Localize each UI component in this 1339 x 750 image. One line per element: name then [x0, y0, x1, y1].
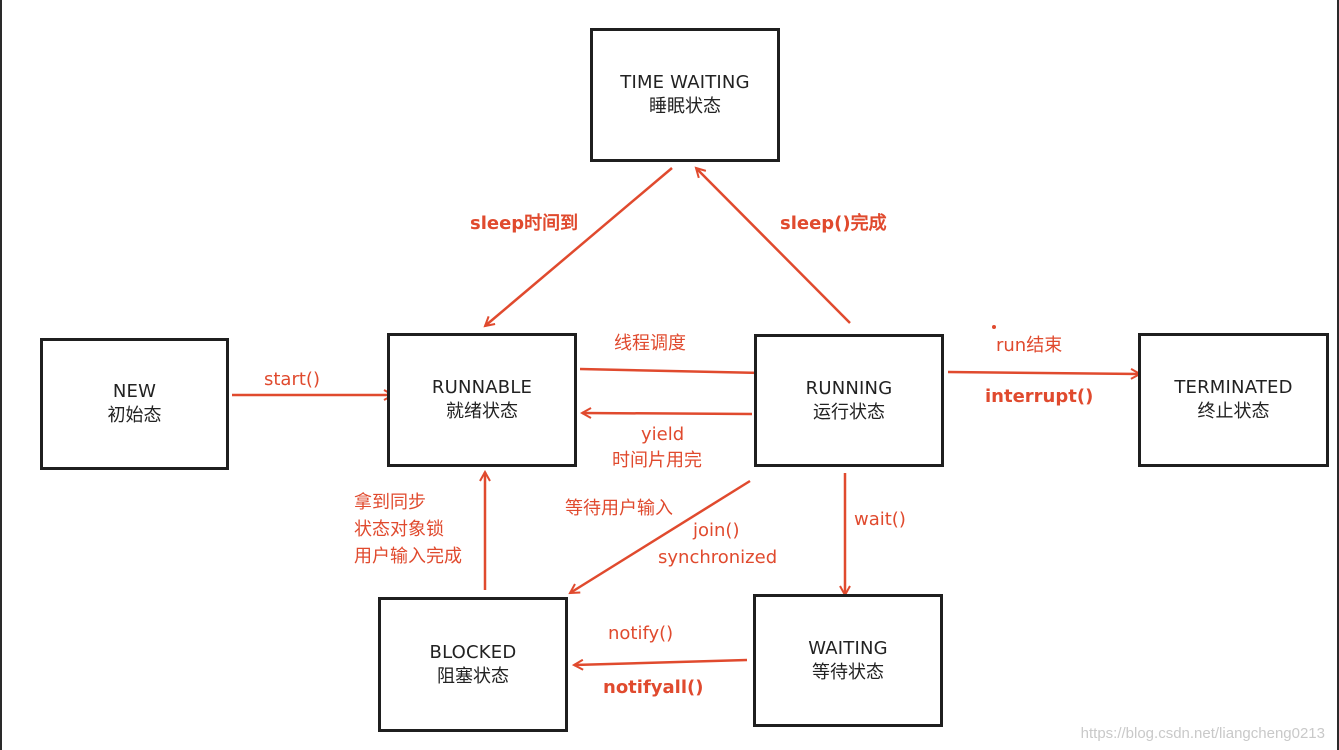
watermark: https://blog.csdn.net/liangcheng0213	[1080, 725, 1325, 742]
state-waiting-zh: 等待状态	[812, 661, 884, 683]
state-terminated: TERMINATED 终止状态	[1138, 333, 1329, 467]
label-run-end: run结束	[996, 335, 1063, 356]
state-time-waiting-zh: 睡眠状态	[649, 96, 721, 117]
label-start: start()	[264, 369, 320, 390]
state-time-waiting: TIME WAITING 睡眠状态	[590, 28, 780, 162]
arrow-schedule	[579, 369, 764, 373]
label-timeslice: 时间片用完	[612, 450, 702, 471]
arrow-notify	[574, 658, 748, 665]
state-waiting: WAITING 等待状态	[753, 594, 943, 727]
arrow-run-end	[947, 372, 1140, 374]
label-wait: wait()	[854, 509, 906, 530]
state-new-en: NEW	[112, 381, 157, 402]
arrow-yield	[582, 413, 753, 414]
stray-dot	[992, 325, 996, 329]
state-running-en: RUNNING	[805, 377, 893, 399]
state-blocked-zh: 阻塞状态	[437, 665, 509, 687]
state-terminated-zh: 终止状态	[1197, 401, 1270, 422]
label-synchronized: synchronized	[658, 547, 778, 568]
state-time-waiting-en: TIME WAITING	[620, 72, 750, 93]
label-sleep-timeout: sleep时间到	[470, 213, 579, 234]
arrow-running-to-blocked	[570, 479, 751, 593]
label-notifyall: notifyall()	[603, 677, 704, 698]
label-join: join()	[693, 520, 740, 541]
label-sleep-done: sleep()完成	[780, 213, 887, 234]
label-got-lock-3: 用户输入完成	[354, 546, 462, 567]
state-running: RUNNING 运行状态	[754, 334, 944, 467]
state-new: NEW 初始态	[40, 338, 229, 470]
label-yield: yield	[641, 424, 685, 445]
state-runnable-en: RUNNABLE	[431, 377, 533, 398]
state-runnable-zh: 就绪状态	[446, 401, 518, 422]
label-got-lock-1: 拿到同步	[354, 492, 426, 513]
state-running-zh: 运行状态	[813, 401, 885, 423]
label-notify: notify()	[608, 623, 674, 644]
label-got-lock-2: 状态对象锁	[354, 519, 444, 540]
label-schedule: 线程调度	[614, 333, 686, 354]
state-runnable: RUNNABLE 就绪状态	[387, 333, 577, 467]
state-terminated-en: TERMINATED	[1174, 377, 1293, 398]
arrow-sleep-call	[696, 168, 851, 324]
state-blocked-en: BLOCKED	[429, 641, 517, 663]
label-interrupt: interrupt()	[985, 386, 1094, 407]
state-waiting-en: WAITING	[808, 637, 888, 659]
label-wait-input: 等待用户输入	[565, 498, 673, 519]
state-blocked: BLOCKED 阻塞状态	[378, 597, 568, 732]
arrow-sleep-timeout	[485, 167, 673, 326]
state-new-zh: 初始态	[107, 405, 162, 426]
